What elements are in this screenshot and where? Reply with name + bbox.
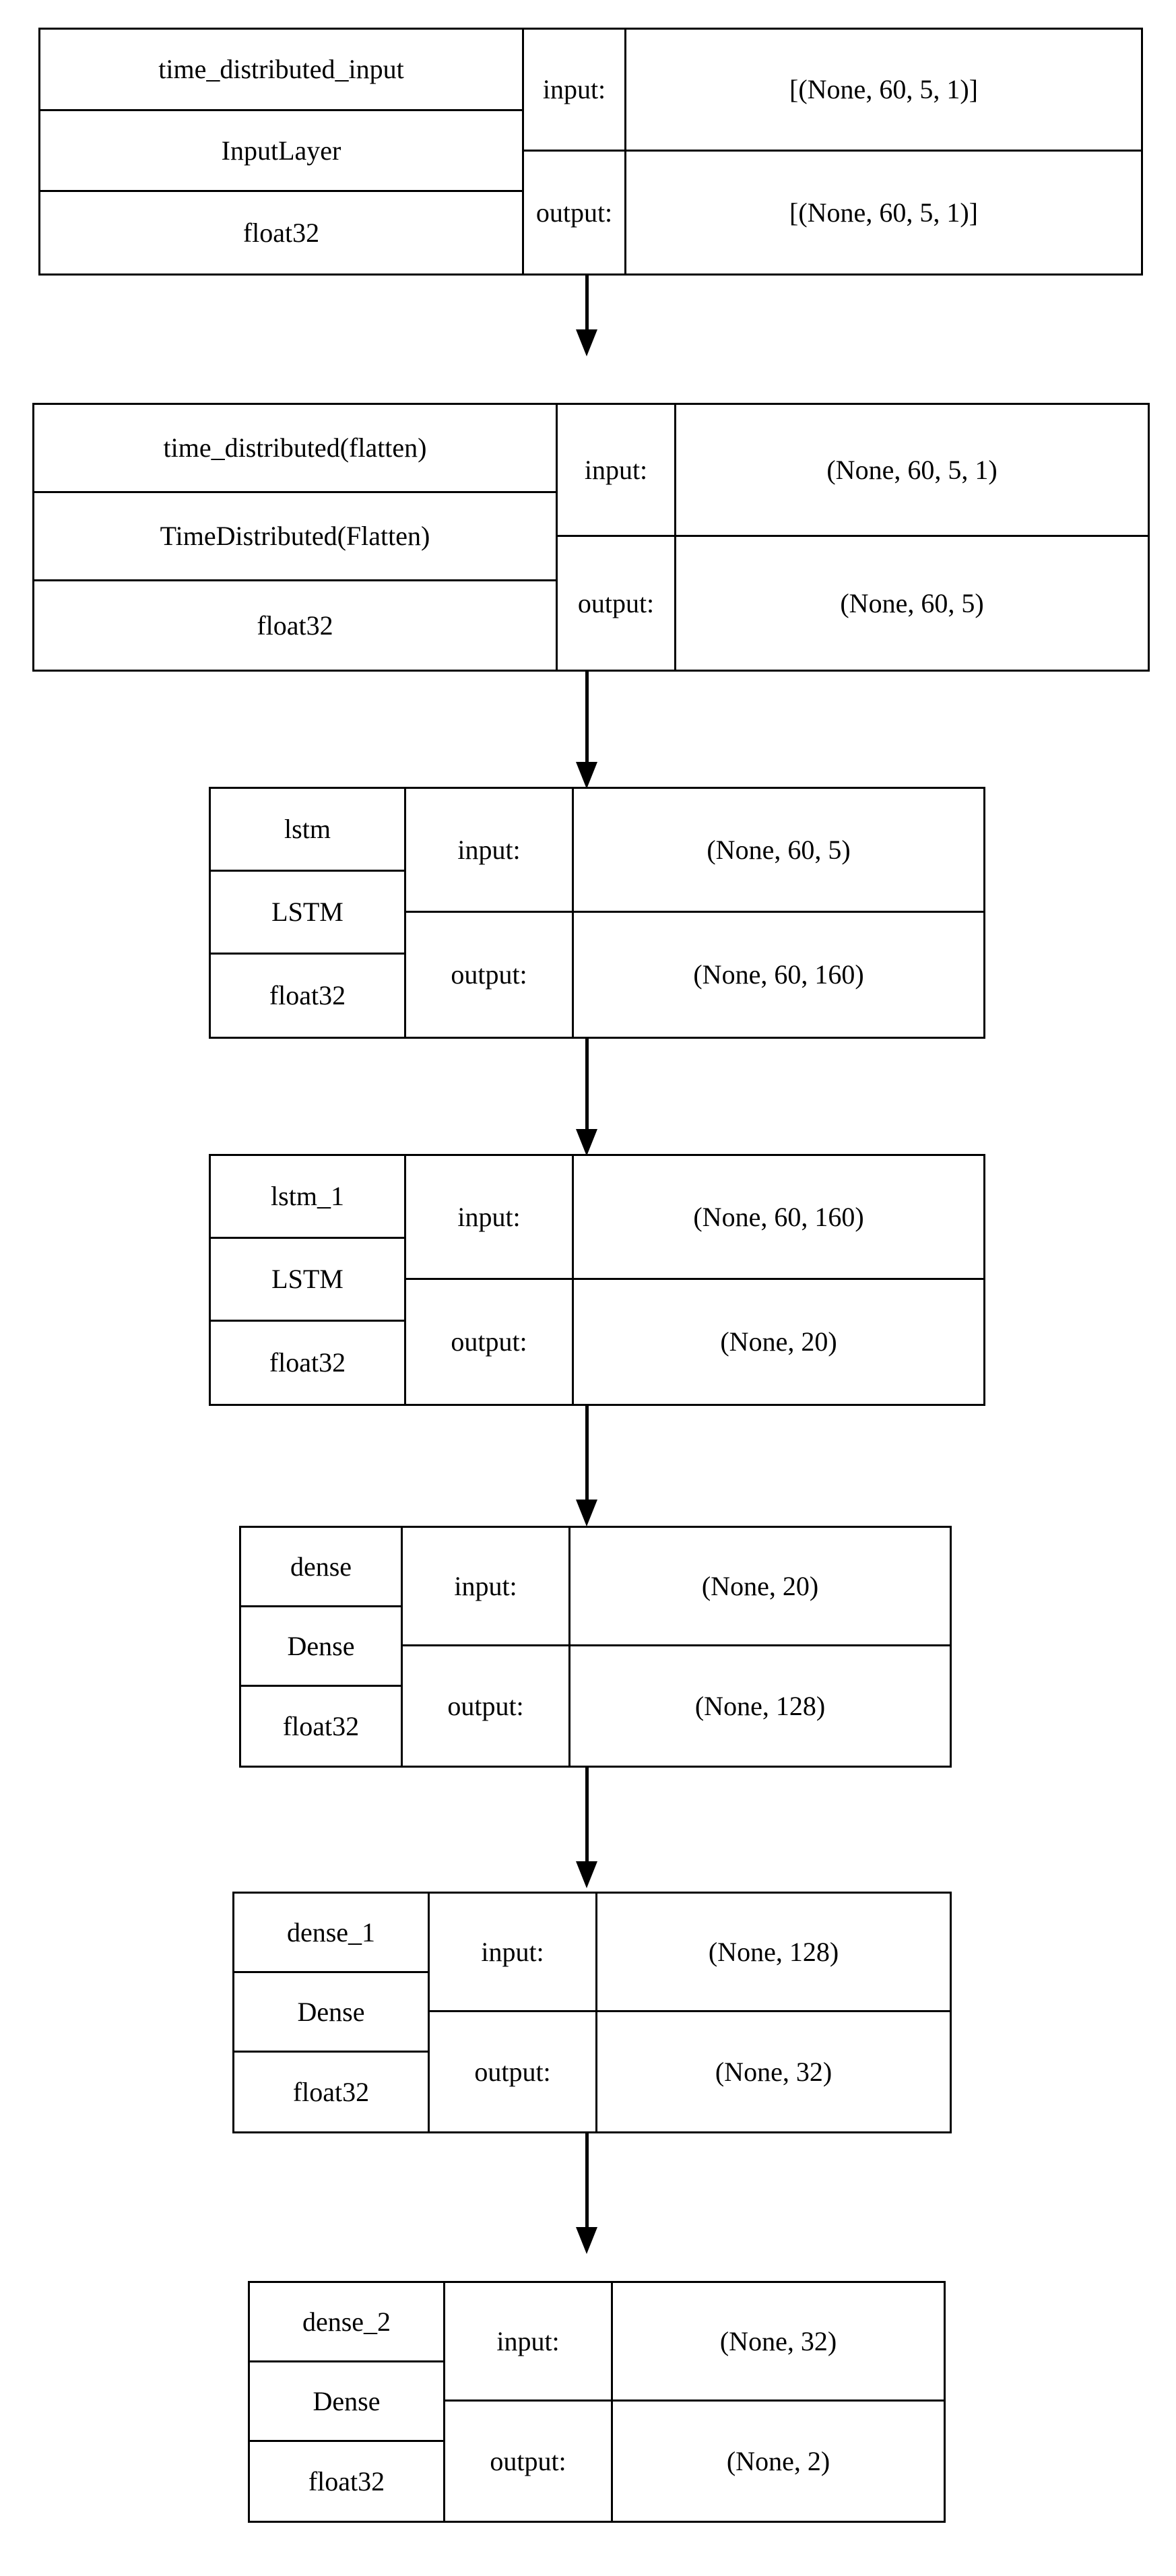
output-label: output: (474, 2056, 551, 2087)
layer-shape-column: (None, 60, 160) (None, 20) (574, 1156, 983, 1404)
input-label: input: (524, 30, 624, 152)
layer-io-column: input: output: (524, 30, 626, 273)
output-label: output: (451, 959, 527, 990)
input-label: input: (430, 1894, 595, 2012)
layer-name-column: lstm LSTM float32 (211, 789, 406, 1037)
layer-name: time_distributed(flatten) (34, 405, 556, 493)
layer-dtype: float32 (269, 1347, 346, 1378)
layer-name: dense (241, 1528, 401, 1607)
layer-name-column: dense Dense float32 (241, 1528, 403, 1766)
layer-name-column: time_distributed_input InputLayer float3… (40, 30, 524, 273)
output-shape: (None, 32) (715, 2056, 832, 2087)
layer-name: dense_2 (250, 2283, 443, 2362)
layer-dtype: float32 (257, 610, 333, 641)
input-shape: (None, 60, 5, 1) (676, 405, 1148, 537)
layer-shape-column: [(None, 60, 5, 1)] [(None, 60, 5, 1)] (626, 30, 1141, 273)
layer-name: time_distributed_input (40, 30, 522, 111)
layer-node-time-distributed[interactable]: time_distributed(flatten) TimeDistribute… (32, 403, 1150, 672)
layer-name: lstm_1 (211, 1156, 404, 1239)
output-shape: (None, 128) (694, 1690, 826, 1721)
layer-shape-column: (None, 128) (None, 32) (597, 1894, 950, 2131)
layer-name-column: time_distributed(flatten) TimeDistribute… (34, 405, 558, 670)
layer-node-time-distributed-input[interactable]: time_distributed_input InputLayer float3… (38, 28, 1143, 276)
layer-name: lstm (211, 789, 404, 872)
layer-class: LSTM (211, 1239, 404, 1322)
layer-dtype: float32 (292, 2076, 370, 2107)
output-shape: (None, 2) (726, 2445, 830, 2476)
input-label: input: (558, 405, 674, 537)
input-shape: (None, 20) (570, 1528, 950, 1646)
layer-class: LSTM (211, 872, 404, 955)
layer-node-dense[interactable]: dense Dense float32 input: output: (None… (239, 1526, 952, 1768)
input-label: input: (445, 2283, 611, 2402)
layer-shape-column: (None, 60, 5, 1) (None, 60, 5) (676, 405, 1148, 670)
layer-name-column: dense_2 Dense float32 (250, 2283, 445, 2521)
output-label: output: (451, 1326, 527, 1357)
layer-dtype: float32 (308, 2466, 385, 2497)
input-shape: (None, 60, 160) (574, 1156, 983, 1280)
input-shape: (None, 128) (597, 1894, 950, 2012)
input-shape: (None, 32) (613, 2283, 944, 2402)
layer-node-lstm[interactable]: lstm LSTM float32 input: output: (None, … (209, 787, 985, 1039)
layer-io-column: input: output: (406, 1156, 574, 1404)
layer-node-dense-2[interactable]: dense_2 Dense float32 input: output: (No… (248, 2281, 946, 2523)
output-shape: [(None, 60, 5, 1)] (789, 197, 978, 228)
layer-shape-column: (None, 60, 5) (None, 60, 160) (574, 789, 983, 1037)
layer-io-column: input: output: (558, 405, 676, 670)
output-label: output: (535, 197, 613, 228)
output-label: output: (577, 587, 655, 618)
input-label: input: (406, 789, 572, 913)
layer-class: Dense (241, 1607, 401, 1687)
layer-class: Dense (234, 1973, 428, 2053)
layer-class: InputLayer (40, 111, 522, 192)
layer-node-dense-1[interactable]: dense_1 Dense float32 input: output: (No… (232, 1892, 952, 2133)
output-label: output: (447, 1690, 524, 1721)
layer-node-lstm-1[interactable]: lstm_1 LSTM float32 input: output: (None… (209, 1154, 985, 1406)
layer-io-column: input: output: (403, 1528, 570, 1766)
layer-io-column: input: output: (445, 2283, 613, 2521)
output-shape: (None, 60, 160) (693, 959, 864, 990)
layer-dtype: float32 (242, 217, 320, 248)
layer-dtype: float32 (282, 1710, 360, 1741)
layer-class: TimeDistributed(Flatten) (34, 493, 556, 581)
layer-name: dense_1 (234, 1894, 428, 1973)
input-label: input: (403, 1528, 568, 1646)
input-shape: [(None, 60, 5, 1)] (626, 30, 1141, 152)
layer-io-column: input: output: (406, 789, 574, 1037)
input-label: input: (406, 1156, 572, 1280)
output-shape: (None, 20) (720, 1326, 837, 1357)
layer-class: Dense (250, 2362, 443, 2442)
layer-shape-column: (None, 20) (None, 128) (570, 1528, 950, 1766)
layer-name-column: dense_1 Dense float32 (234, 1894, 430, 2131)
output-label: output: (490, 2445, 566, 2476)
layer-dtype: float32 (269, 980, 346, 1010)
input-shape: (None, 60, 5) (574, 789, 983, 913)
layer-io-column: input: output: (430, 1894, 597, 2131)
layer-shape-column: (None, 32) (None, 2) (613, 2283, 944, 2521)
output-shape: (None, 60, 5) (840, 587, 984, 618)
layer-name-column: lstm_1 LSTM float32 (211, 1156, 406, 1404)
